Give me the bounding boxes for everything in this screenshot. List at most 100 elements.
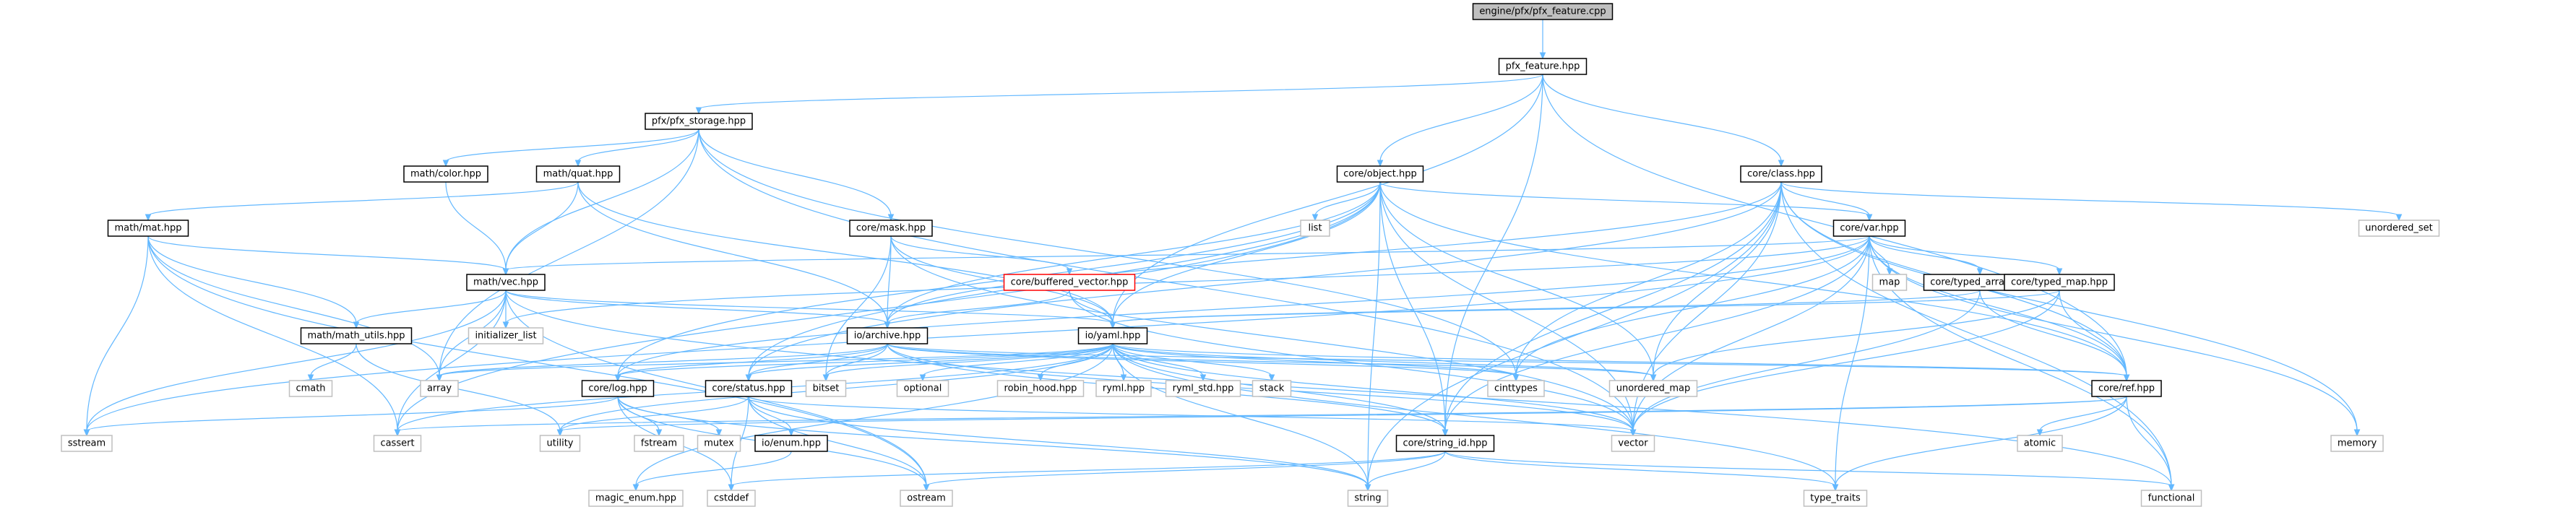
edge-ref-to-type_traits [1835, 396, 2127, 487]
node-label-pfx_storage: pfx/pfx_storage.hpp [652, 116, 746, 127]
node-quat[interactable]: math/quat.hpp [535, 165, 621, 183]
node-box-string_id [1395, 435, 1495, 452]
node-label-string_id: core/string_id.hpp [1403, 438, 1487, 449]
node-mat[interactable]: math/mat.hpp [107, 220, 189, 237]
node-enum[interactable]: io/enum.hpp [754, 435, 828, 452]
node-label-unordered_set: unordered_set [2365, 223, 2432, 234]
node-cstddef: cstddef [707, 490, 756, 507]
node-box-typed_map [2004, 274, 2115, 291]
node-string_id[interactable]: core/string_id.hpp [1395, 435, 1495, 452]
node-list: list [1300, 220, 1330, 237]
edge-var-to-cinttypes [1515, 235, 1870, 377]
edge-mask-to-buffered_vector [890, 235, 1070, 271]
edge-var-to-sstream [86, 235, 1870, 432]
edge-mat-to-sstream [86, 235, 149, 432]
edge-ref-to-functional [2126, 396, 2172, 487]
node-math_utils[interactable]: math/math_utils.hpp [300, 327, 413, 344]
node-label-mutex: mutex [704, 438, 734, 449]
edge-pfx_feature-to-yaml [1112, 74, 1543, 324]
node-yaml[interactable]: io/yaml.hpp [1077, 327, 1148, 344]
edge-yaml-to-log [617, 343, 1113, 377]
arrowhead-string_id-to-functional [2168, 484, 2175, 492]
edge-vec-to-functional [505, 290, 2172, 487]
node-label-status: core/status.hpp [712, 383, 785, 394]
node-label-ostream: ostream [907, 493, 946, 504]
edge-class-to-string [1367, 181, 1782, 487]
node-label-typed_map: core/typed_map.hpp [2011, 277, 2108, 288]
arrowhead-yaml-to-string_id [1442, 429, 1449, 437]
node-var[interactable]: core/var.hpp [1832, 220, 1906, 237]
arrowhead-var-to-typed_array [1976, 268, 1983, 276]
arrowhead-mat-to-vec [502, 268, 509, 276]
node-magic_enum: magic_enum.hpp [588, 490, 684, 507]
edge-pfx_storage-to-array [439, 129, 699, 377]
arrowhead-log-to-fstream [655, 429, 663, 437]
node-vector: vector [1611, 435, 1655, 452]
edge-quat-to-archive [577, 181, 888, 324]
node-label-pfx_feature: pfx_feature.hpp [1506, 61, 1580, 72]
node-unordered_set: unordered_set [2358, 220, 2440, 237]
node-status[interactable]: core/status.hpp [705, 380, 793, 397]
node-box-pfx_feature [1498, 58, 1588, 75]
node-box-robin_hood [996, 380, 1085, 397]
edge-yaml-to-optional [922, 343, 1113, 377]
arrowhead-string_id-to-ostream [923, 484, 930, 492]
edge-vec-to-sstream [86, 290, 507, 432]
node-box-ostream [900, 490, 953, 507]
node-pfx_storage[interactable]: pfx/pfx_storage.hpp [645, 113, 753, 130]
arrowhead-ref-to-utility [556, 429, 564, 437]
edge-mask-to-vector [890, 235, 1634, 432]
node-log[interactable]: core/log.hpp [581, 380, 655, 397]
node-box-list [1300, 220, 1330, 237]
edge-pfx_storage-to-quat [577, 129, 699, 162]
node-ref[interactable]: core/ref.hpp [2091, 380, 2162, 397]
node-label-log: core/log.hpp [588, 383, 647, 394]
edge-typed_map-to-ref [2059, 290, 2127, 377]
node-box-initializer_list [468, 327, 544, 344]
node-object[interactable]: core/object.hpp [1336, 165, 1424, 183]
node-memory: memory [2330, 435, 2384, 452]
arrowhead-buffered_vector-to-archive [884, 321, 891, 329]
edge-class-to-unordered_set [1780, 181, 2400, 217]
node-box-functional [2140, 490, 2202, 507]
edge-var-to-vector [1632, 235, 1870, 432]
edge-vec-to-math_utils [356, 290, 507, 324]
node-bitset: bitset [805, 380, 847, 397]
node-class[interactable]: core/class.hpp [1740, 165, 1822, 183]
node-box-archive [846, 327, 929, 344]
edge-pfx_storage-to-color [445, 129, 699, 162]
arrowhead-yaml-to-log [614, 374, 621, 382]
edge-class-to-functional [1780, 181, 2172, 487]
edge-status-to-enum [748, 396, 792, 432]
node-label-ref: core/ref.hpp [2098, 383, 2155, 394]
node-functional: functional [2140, 490, 2202, 507]
node-root[interactable]: engine/pfx/pfx_feature.cpp [1472, 3, 1614, 20]
edge-yaml-to-array [439, 343, 1113, 377]
arrowhead-yaml-to-status [745, 374, 752, 382]
edge-typed_array-to-ref [1979, 290, 2127, 377]
node-label-ryml: ryml.hpp [1103, 383, 1145, 394]
node-mask[interactable]: core/mask.hpp [849, 220, 933, 237]
edge-typed_map-to-vector [1632, 290, 2060, 432]
node-buffered_vector[interactable]: core/buffered_vector.hpp [1003, 274, 1136, 291]
node-atomic: atomic [2017, 435, 2063, 452]
edge-yaml-to-magic_enum [635, 343, 1113, 487]
edge-archive-to-cinttypes [887, 343, 1517, 377]
edge-typed_array-to-vector [1632, 290, 1981, 432]
node-label-magic_enum: magic_enum.hpp [595, 493, 676, 504]
node-vec[interactable]: math/vec.hpp [466, 274, 546, 291]
node-label-mask: core/mask.hpp [856, 223, 926, 234]
node-box-vec [466, 274, 546, 291]
arrowhead-yaml-to-ref [2123, 374, 2130, 382]
node-box-ryml_std [1165, 380, 1241, 397]
node-pfx_feature[interactable]: pfx_feature.hpp [1498, 58, 1588, 75]
node-color[interactable]: math/color.hpp [403, 165, 488, 183]
node-archive[interactable]: io/archive.hpp [846, 327, 929, 344]
edge-buffered_vector-to-archive [887, 290, 1070, 324]
edge-object-to-unordered_map [1379, 181, 1654, 377]
edge-var-to-string_id [1444, 235, 1870, 432]
arrowhead-mask-to-buffered_vector [1066, 268, 1073, 276]
arrowhead-yaml-to-cinttypes [1512, 374, 1520, 382]
edge-object-to-archive [887, 181, 1381, 324]
node-typed_map[interactable]: core/typed_map.hpp [2004, 274, 2115, 291]
